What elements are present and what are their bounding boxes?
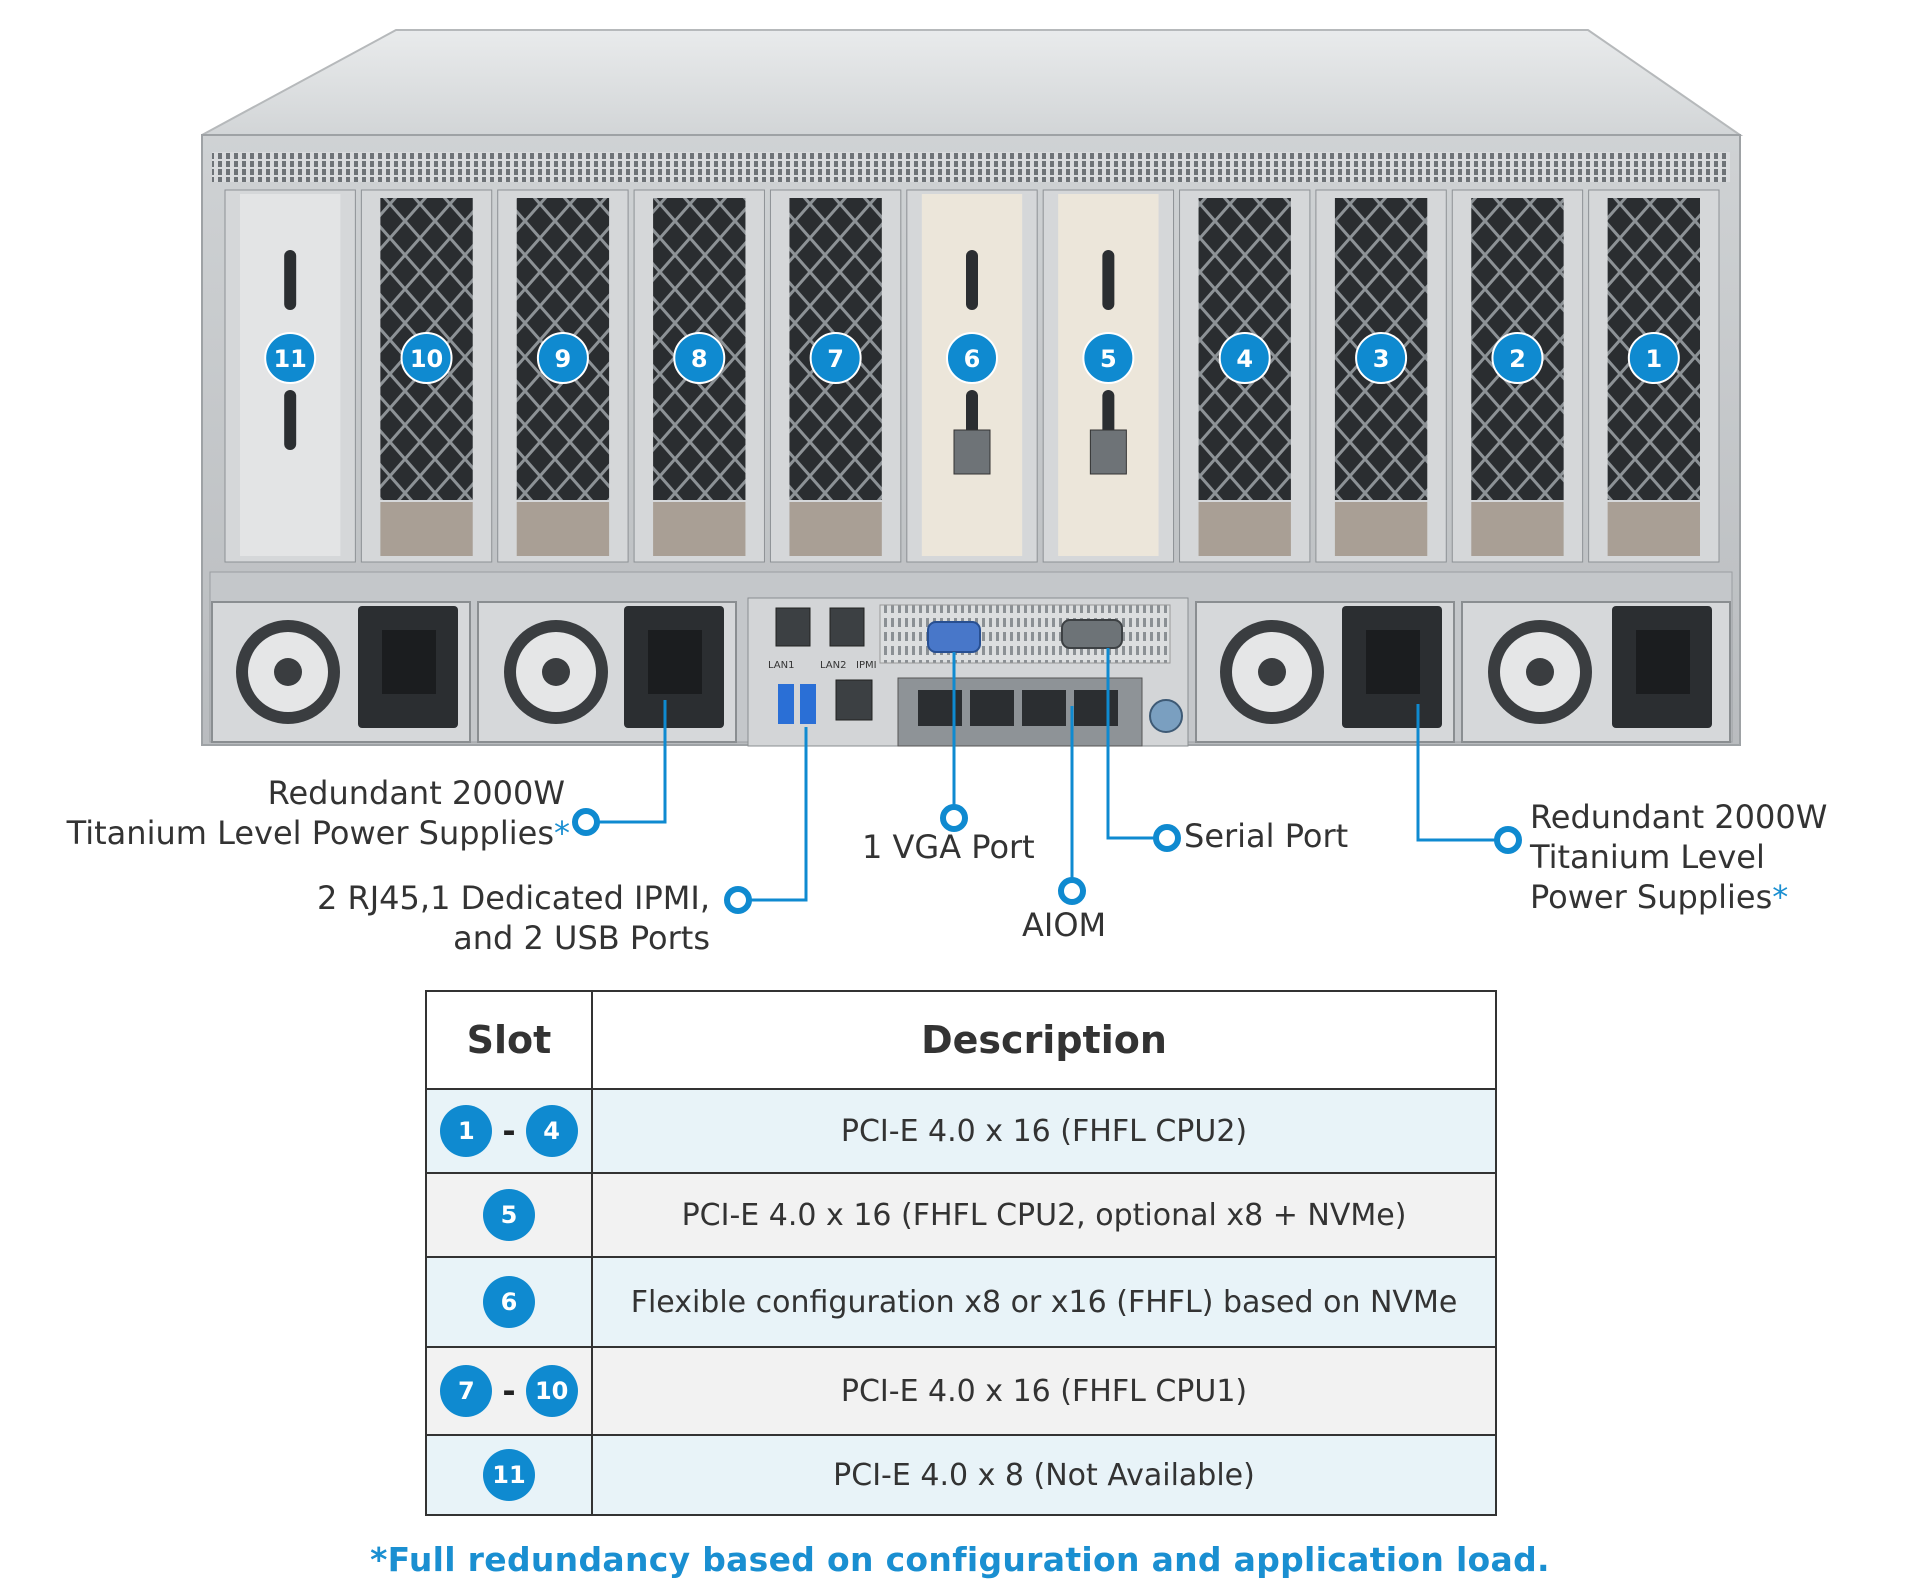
slot-number-badge: 5 — [1082, 332, 1135, 384]
power-supply-left-1 — [211, 601, 471, 743]
description-cell: PCI-E 4.0 x 8 (Not Available) — [591, 1434, 1497, 1516]
slot-number-label: 5 — [1100, 345, 1117, 373]
pcie-slot-bays — [224, 189, 1720, 563]
callout-lan-line2: and 2 USB Ports — [453, 919, 710, 957]
description-cell: PCI-E 4.0 x 16 (FHFL CPU2, optional x8 +… — [591, 1172, 1497, 1258]
callout-psu-right-asterisk: * — [1772, 878, 1789, 916]
slot-badge: 6 — [483, 1276, 535, 1328]
slot-cell: 6 — [425, 1256, 593, 1348]
slot-number-badge: 6 — [946, 332, 998, 384]
slot-number-label: 10 — [410, 345, 443, 373]
power-supply-left-2 — [477, 601, 737, 743]
slot-number-badges: 11 10 9 8 7 6 5 4 3 2 1 — [264, 332, 1680, 384]
table-row: 1-4 PCI-E 4.0 x 16 (FHFL CPU2) — [425, 1088, 1497, 1174]
table-row: 7-10 PCI-E 4.0 x 16 (FHFL CPU1) — [425, 1346, 1497, 1436]
callout-psu-left: Redundant 2000W Titanium Level Power Sup… — [60, 773, 570, 853]
slot-number-badge: 10 — [400, 332, 453, 384]
callout-lan-ipmi-usb: 2 RJ45,1 Dedicated IPMI, and 2 USB Ports — [180, 878, 710, 958]
callout-psu-left-asterisk: * — [554, 814, 570, 852]
slot-number-badge: 4 — [1218, 332, 1271, 384]
table-header-row: Slot Description — [425, 990, 1497, 1090]
power-supply-right-1 — [1195, 601, 1455, 743]
slot-number-badge: 2 — [1491, 332, 1544, 384]
leader-psu-right — [1416, 704, 1497, 842]
header-description: Description — [591, 990, 1497, 1090]
pcie-slot-bay — [906, 189, 1038, 563]
callout-psu-right: Redundant 2000W Titanium Level Power Sup… — [1530, 797, 1827, 917]
slot-badge: 11 — [483, 1449, 535, 1501]
slot-number-label: 1 — [1645, 345, 1662, 373]
leader-serial — [1106, 648, 1156, 840]
header-slot: Slot — [425, 990, 593, 1090]
slot-cell: 1-4 — [425, 1088, 593, 1174]
slot-number-badge: 1 — [1627, 332, 1680, 384]
callout-lan-line1: 2 RJ45,1 Dedicated IPMI, — [316, 879, 710, 917]
slot-description-table: Slot Description 1-4 PCI-E 4.0 x 16 (FHF… — [425, 990, 1497, 1516]
pcie-slot-bay — [224, 189, 356, 563]
slot-badge: 4 — [525, 1105, 578, 1157]
slot-number-label: 8 — [691, 345, 708, 373]
range-dash: - — [502, 1112, 516, 1150]
leader-psu-left — [598, 700, 667, 824]
port-label-lan1: LAN1 — [768, 660, 794, 671]
table-row: 11 PCI-E 4.0 x 8 (Not Available) — [425, 1434, 1497, 1516]
description-cell: PCI-E 4.0 x 16 (FHFL CPU2) — [591, 1088, 1497, 1174]
callout-psu-right-line1: Redundant 2000W — [1530, 798, 1828, 836]
server-chassis-rear-view: 11 10 9 8 7 6 5 4 3 2 1 — [201, 29, 1744, 914]
port-label-ipmi: IPMI — [856, 660, 877, 671]
slot-cell: 11 — [425, 1434, 593, 1516]
chassis-vent-strip — [212, 152, 1730, 182]
callout-serial-port: Serial Port — [1184, 817, 1349, 855]
slot-badge: 5 — [483, 1189, 535, 1241]
callout-psu-right-line2: Titanium Level — [1530, 838, 1765, 876]
pcie-slot-bay — [1588, 189, 1720, 563]
slot-badge: 7 — [440, 1365, 493, 1417]
slot-number-label: 7 — [827, 345, 844, 373]
callout-lines — [572, 648, 1522, 914]
slot-number-label: 6 — [964, 345, 981, 373]
slot-number-label: 4 — [1236, 345, 1253, 373]
slot-cell: 7-10 — [425, 1346, 593, 1436]
description-cell: Flexible configuration x8 or x16 (FHFL) … — [591, 1256, 1497, 1348]
chassis-top-lid — [201, 29, 1744, 136]
io-module — [747, 597, 1189, 747]
callout-psu-left-line2: Titanium Level Power Supplies — [66, 814, 554, 852]
callout-psu-left-line1: Redundant 2000W — [267, 774, 565, 812]
callout-aiom: AIOM — [1022, 906, 1107, 944]
slot-number-badge: 7 — [809, 332, 862, 384]
slot-badge: 1 — [440, 1105, 493, 1157]
slot-number-badge: 3 — [1355, 332, 1408, 384]
callout-vga-port: 1 VGA Port — [862, 828, 1035, 866]
description-cell: PCI-E 4.0 x 16 (FHFL CPU1) — [591, 1346, 1497, 1436]
slot-number-label: 3 — [1373, 345, 1390, 373]
port-label-lan2: LAN2 — [820, 660, 846, 671]
slot-number-label: 11 — [273, 345, 306, 373]
slot-badge: 10 — [525, 1365, 578, 1417]
slot-number-badge: 8 — [673, 332, 726, 384]
slot-cell: 5 — [425, 1172, 593, 1258]
range-dash: - — [502, 1372, 516, 1410]
power-supply-right-2 — [1461, 601, 1731, 743]
footnote: *Full redundancy based on configuration … — [370, 1540, 1550, 1579]
leader-lan — [749, 727, 808, 902]
slot-number-label: 2 — [1509, 345, 1526, 373]
slot-number-badge: 9 — [536, 332, 589, 384]
slot-number-label: 9 — [555, 345, 572, 373]
callout-psu-right-line3: Power Supplies — [1530, 878, 1773, 916]
table-row: 5 PCI-E 4.0 x 16 (FHFL CPU2, optional x8… — [425, 1172, 1497, 1258]
table-row: 6 Flexible configuration x8 or x16 (FHFL… — [425, 1256, 1497, 1348]
slot-number-badge: 11 — [264, 332, 317, 384]
